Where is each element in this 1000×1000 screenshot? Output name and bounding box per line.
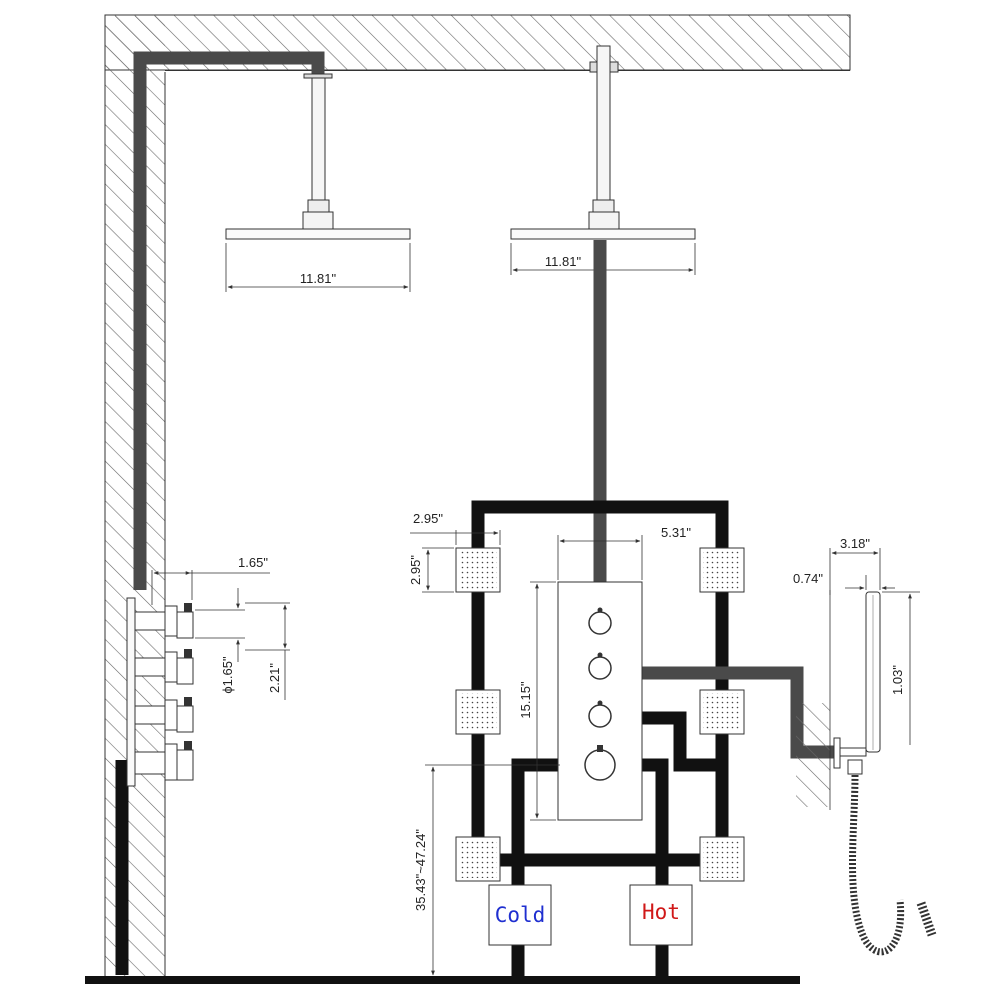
handheld-height-label: 1.03" bbox=[890, 665, 905, 695]
handheld-offset-label: 0.74" bbox=[793, 571, 823, 586]
handle-spacing-label: 2.21" bbox=[267, 663, 282, 693]
dim-install-height: 35.43"~47.24" bbox=[413, 764, 560, 976]
dim-handle-spacing: 2.21" bbox=[245, 602, 290, 700]
valve-handle-2 bbox=[588, 656, 612, 680]
dim-handle-diameter: ϕ1.65" bbox=[195, 588, 245, 694]
jet-height-label: 2.95" bbox=[408, 555, 423, 585]
dim-head1-width: 11.81" bbox=[225, 243, 411, 292]
thermostat-handle bbox=[584, 749, 616, 781]
handle-diameter-label: ϕ1.65" bbox=[220, 656, 235, 694]
valve-handle-1 bbox=[588, 611, 612, 635]
valve-handle-3 bbox=[588, 704, 612, 728]
handheld-width-label: 3.18" bbox=[840, 536, 870, 551]
supply-pipe-left bbox=[133, 51, 325, 590]
rain-shower-head-2 bbox=[510, 45, 696, 240]
shower-hose bbox=[849, 774, 905, 956]
cold-label: Cold bbox=[495, 903, 546, 927]
cold-inlet: Cold bbox=[488, 884, 552, 946]
head1-width-label: 11.81" bbox=[300, 271, 337, 286]
dim-jet-height: 2.95" bbox=[408, 547, 454, 593]
valve-panel bbox=[557, 581, 643, 821]
body-jets bbox=[455, 547, 745, 882]
dim-handle-depth: 1.65" bbox=[151, 555, 270, 605]
handheld-wall-section bbox=[796, 590, 831, 810]
dim-panel-width: 5.31" bbox=[557, 525, 691, 580]
dim-panel-height: 15.15" bbox=[518, 581, 556, 821]
panel-height-label: 15.15" bbox=[518, 681, 533, 719]
valve-side-view bbox=[126, 597, 194, 787]
handheld-shower bbox=[833, 591, 937, 956]
dim-handheld-offset: 0.74" bbox=[793, 571, 895, 590]
dim-handheld-height: 1.03" bbox=[882, 591, 920, 745]
jet-width-label: 2.95" bbox=[413, 511, 443, 526]
panel-width-label: 5.31" bbox=[661, 525, 691, 540]
install-height-label: 35.43"~47.24" bbox=[413, 829, 428, 911]
dim-jet-width: 2.95" bbox=[410, 511, 501, 545]
hot-label: Hot bbox=[642, 900, 680, 924]
rain-shower-head-1 bbox=[225, 73, 411, 240]
dim-handheld-width: 3.18" bbox=[829, 536, 881, 595]
head2-width-label: 11.81" bbox=[545, 254, 582, 269]
handle-depth-label: 1.65" bbox=[238, 555, 268, 570]
hot-inlet: Hot bbox=[629, 884, 693, 946]
